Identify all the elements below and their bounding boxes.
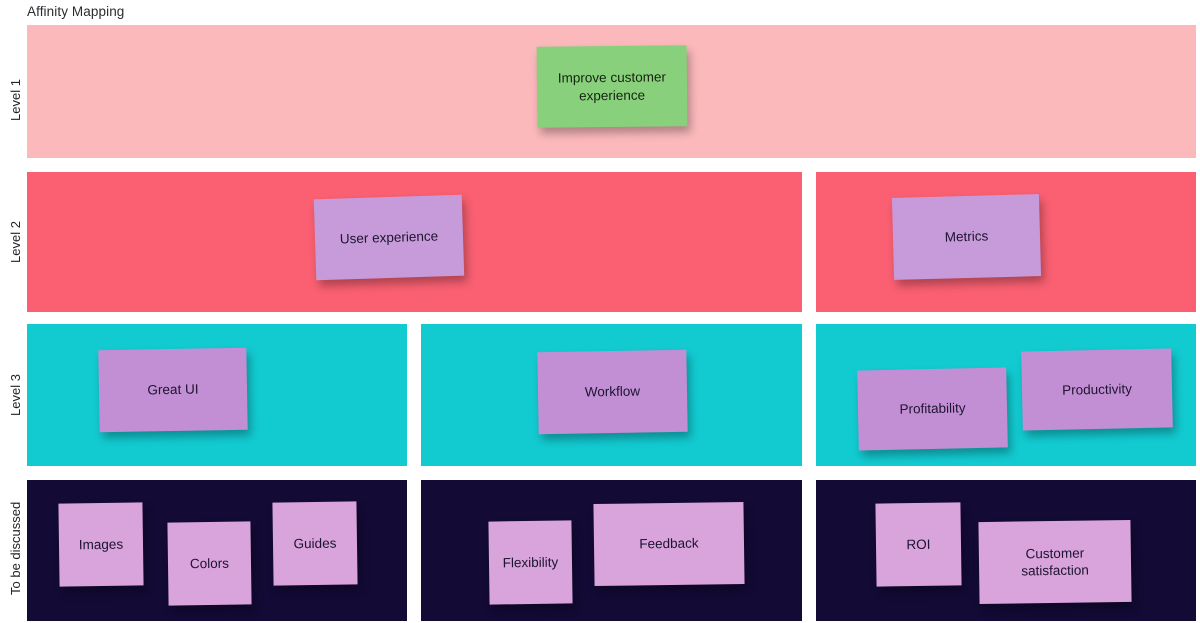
sticky-note-label: User experience (339, 228, 439, 247)
sticky-note-label: ROI (906, 536, 931, 553)
sticky-note-workflow[interactable]: Workflow (537, 349, 688, 435)
sticky-note-guides[interactable]: Guides (272, 501, 358, 586)
sticky-note-label: Productivity (1061, 381, 1133, 398)
sticky-note-label: Flexibility (502, 554, 559, 571)
sticky-note-label: Colors (189, 555, 230, 572)
sticky-note-label: Images (78, 536, 124, 553)
sticky-note-colors[interactable]: Colors (167, 521, 252, 606)
sticky-note-flexibility[interactable]: Flexibility (488, 520, 573, 605)
sticky-note-label: Profitability (899, 400, 966, 418)
sticky-note-label: Feedback (639, 535, 699, 552)
sticky-note-label: Guides (293, 535, 337, 552)
row-label-level-3: Level 3 (8, 374, 23, 416)
page-title: Affinity Mapping (27, 4, 125, 19)
sticky-note-label: Great UI (147, 381, 199, 398)
sticky-note-label: Workflow (584, 383, 641, 400)
sticky-note-profitability[interactable]: Profitability (857, 367, 1008, 451)
row-label-to-be-discussed: To be discussed (8, 501, 23, 595)
sticky-note-roi[interactable]: ROI (875, 502, 962, 587)
sticky-note-user-experience[interactable]: User experience (313, 194, 465, 281)
sticky-note-feedback[interactable]: Feedback (593, 501, 745, 587)
sticky-note-label: Metrics (944, 228, 989, 245)
row-label-level-1: Level 1 (8, 79, 23, 121)
sticky-note-images[interactable]: Images (58, 502, 144, 587)
sticky-note-metrics[interactable]: Metrics (891, 194, 1042, 280)
sticky-note-great-ui[interactable]: Great UI (98, 347, 248, 433)
row-label-level-2: Level 2 (8, 221, 23, 263)
sticky-note-productivity[interactable]: Productivity (1021, 348, 1173, 431)
